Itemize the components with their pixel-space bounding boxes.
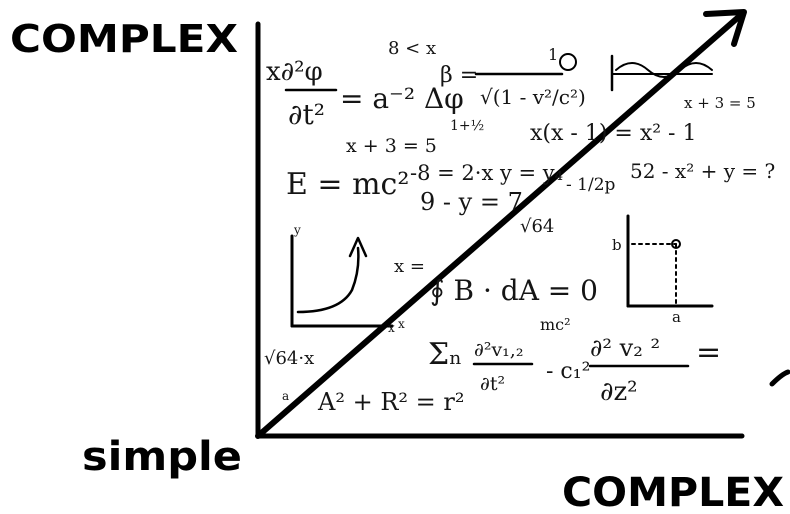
small-a-label: a — [282, 389, 289, 403]
gauss-eq: ∮ B · dA = 0 — [430, 274, 598, 307]
arrow-head-icon — [703, 9, 747, 47]
y-eq: y = y₄ — [499, 161, 563, 185]
mini-plot-wave — [615, 62, 713, 78]
ineq-eq: 8 < x — [388, 38, 436, 59]
graph2-a-label: a — [672, 308, 681, 326]
wave-eq-den: ∂t² — [288, 98, 325, 131]
beta-num: 1 — [548, 45, 558, 64]
x-axis-right-label: COMPLEX — [562, 470, 784, 514]
graph2-point-icon — [671, 239, 681, 249]
x-eq-label: x = — [394, 256, 425, 277]
y-axis-top-label: COMPLEX — [10, 17, 238, 61]
dot-circle-icon — [559, 53, 577, 71]
circle-eq: A² + R² = r² — [317, 388, 464, 416]
pde-eq-sign: = — [696, 335, 721, 370]
graph1-x-label: x — [388, 321, 395, 335]
frac-eq: - 1/2p — [566, 175, 616, 195]
wave-eq-rhs: = a⁻² Δφ — [340, 82, 464, 115]
mc2-label: mc² — [540, 315, 571, 334]
pde-lhs-den: ∂t² — [480, 373, 505, 395]
x-plus-3-a: x + 3 = 5 — [346, 135, 437, 157]
diagonal-arrow-line — [255, 11, 745, 439]
eq-9y: 9 - y = 7 — [420, 188, 523, 216]
small-x-label: x — [398, 317, 405, 331]
pde-lhs-num: ∂²v₁,₂ — [474, 339, 523, 361]
sum-symbol: Σₙ — [428, 337, 462, 372]
minus8-eq: -8 = 2·x — [410, 161, 493, 185]
pde-rhs-num: ∂² v₂ ² — [590, 334, 660, 362]
frac-half: 1+½ — [450, 118, 484, 134]
x-expand-eq: x(x - 1) = x² - 1 — [530, 121, 696, 146]
pde-rhs-den: ∂z² — [600, 377, 638, 407]
graph1-y-label: y — [293, 223, 301, 237]
eq-52: 52 - x² + y = ? — [630, 159, 775, 183]
origin-label: simple — [82, 434, 242, 480]
edge-stroke — [769, 369, 790, 387]
sqrt64-eq: √64 — [520, 216, 554, 237]
graph2-b-label: b — [612, 236, 622, 254]
wave-eq-lhs: x∂²φ — [266, 57, 323, 87]
emc2-eq: E = mc² — [286, 167, 409, 202]
graph1-arrow-icon — [348, 236, 368, 258]
beta-eq: β = — [440, 63, 478, 88]
sqrt-expr: √64·x — [264, 348, 314, 369]
x-plus-3-b: x + 3 = 5 — [684, 94, 756, 112]
graph1-curve — [296, 246, 360, 314]
beta-den: √(1 - v²/c²) — [480, 85, 586, 109]
pde-mid: - c₁² — [546, 359, 590, 384]
